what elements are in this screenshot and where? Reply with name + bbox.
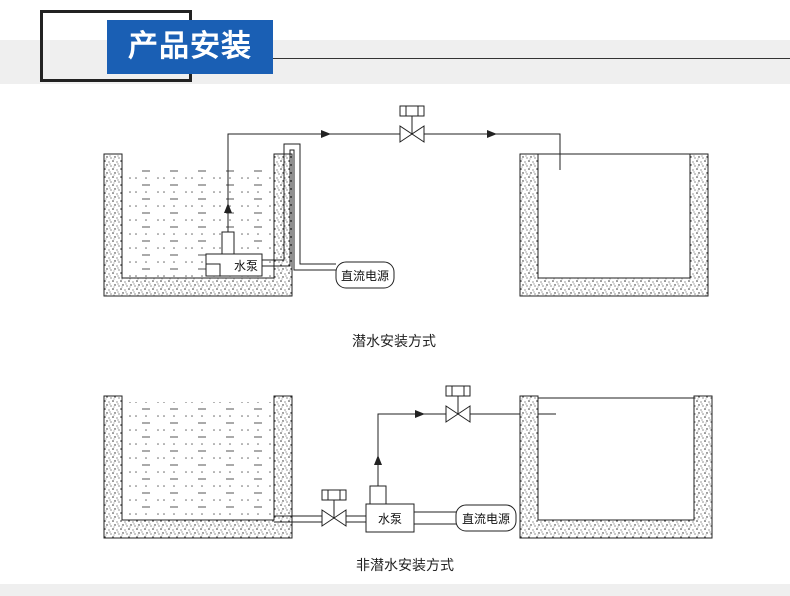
power-cable-1b xyxy=(262,149,336,271)
power-label-2: 直流电源 xyxy=(462,512,510,526)
dc-power-1: 直流电源 xyxy=(335,261,395,289)
power-label-1: 直流电源 xyxy=(341,269,389,283)
source-tank-1 xyxy=(103,153,293,297)
pump-1: 水泵 xyxy=(205,231,263,277)
caption-2: 非潜水安装方式 xyxy=(356,558,454,574)
target-tank-2 xyxy=(519,395,713,539)
header-rule xyxy=(273,58,790,59)
diagram-submersible: 水泵 直流电源 潜水安装方式 xyxy=(103,105,709,350)
source-tank-2 xyxy=(103,395,293,539)
pump-box-2 xyxy=(365,503,415,533)
bottom-band xyxy=(0,584,790,596)
caption-1: 潜水安装方式 xyxy=(352,334,436,350)
pump-label-2: 水泵 xyxy=(378,512,402,526)
page-title: 产品安装 xyxy=(107,20,273,74)
diagram-non-submersible: 水泵 直流电源 非潜水安装方式 xyxy=(103,385,713,574)
pump-label-1: 水泵 xyxy=(234,259,258,273)
target-tank-1 xyxy=(519,153,709,297)
dc-power-2: 直流电源 xyxy=(455,504,517,532)
valve-2a xyxy=(321,489,347,527)
valve-2b xyxy=(445,385,471,423)
pump-2: 水泵 xyxy=(365,485,415,533)
power-cable-1a xyxy=(262,143,336,265)
valve-1 xyxy=(399,105,425,143)
outlet-pipe-2 xyxy=(377,413,420,486)
outlet-pipe-1 xyxy=(227,133,314,232)
water-2 xyxy=(122,402,274,520)
